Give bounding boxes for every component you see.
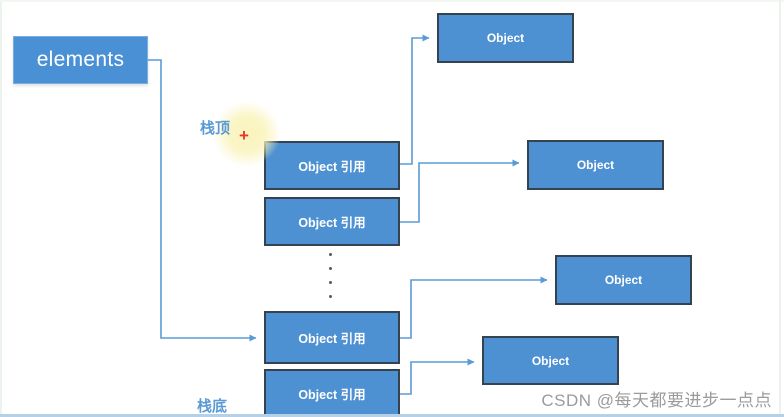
- stack-box-2: Object 引用: [264, 197, 400, 246]
- stack-box-4: Object 引用: [264, 369, 400, 417]
- object-box-2: Object: [527, 140, 664, 190]
- object-box-1: Object: [437, 13, 574, 63]
- elements-box: elements: [13, 36, 148, 84]
- object-box-4-label: Object: [531, 353, 570, 368]
- csdn-watermark: CSDN @每天都要进步一点点: [541, 391, 772, 410]
- ellipsis-dot: [329, 281, 332, 284]
- slide-edge-bottom: [0, 414, 784, 417]
- object-box-3: Object: [555, 255, 692, 305]
- connector-stack1-to-object1: [400, 34, 430, 165]
- object-box-3-label: Object: [604, 273, 643, 287]
- ellipsis-dot: [329, 253, 332, 256]
- connector-stack4-to-object4: [400, 358, 475, 395]
- stack-box-3: Object 引用: [264, 311, 400, 364]
- stack-bottom-label: 栈底: [197, 398, 228, 415]
- connector-stack3-to-object3: [400, 276, 548, 339]
- ellipsis-dot: [329, 267, 332, 270]
- object-box-4: Object: [482, 336, 619, 385]
- connector-stack2-to-object2: [400, 159, 520, 223]
- slide-edge-right: [779, 0, 781, 417]
- object-box-1-label: Object: [486, 31, 525, 45]
- slide-edge-left: [0, 0, 2, 417]
- stack-box-2-label: Object 引用: [298, 216, 366, 230]
- connector-elements-to-stack3: [148, 59, 257, 342]
- stack-box-4-label: Object 引用: [298, 387, 366, 402]
- cursor-crosshair-icon: +: [239, 126, 249, 145]
- slide-edge-top: [0, 0, 784, 2]
- elements-box-label: elements: [36, 48, 125, 71]
- stack-top-label: 栈顶: [200, 120, 231, 137]
- stack-box-1-label: Object 引用: [298, 160, 366, 174]
- ellipsis-dot: [329, 295, 332, 298]
- stack-box-1: Object 引用: [264, 141, 400, 190]
- object-box-2-label: Object: [576, 158, 615, 172]
- ellipsis-dots: [329, 253, 332, 309]
- stack-box-3-label: Object 引用: [298, 332, 366, 346]
